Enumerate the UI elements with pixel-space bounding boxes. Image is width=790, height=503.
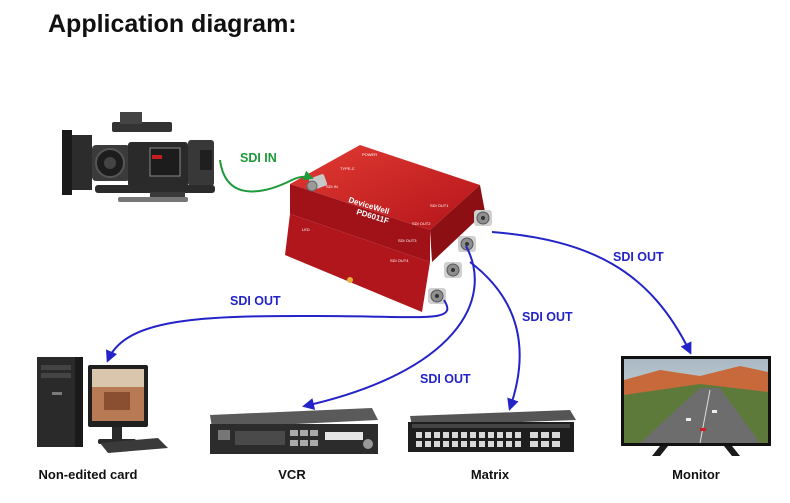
sdi-out-matrix-label: SDI OUT	[522, 310, 573, 324]
bnc-output-connectors	[428, 210, 492, 304]
computer-tower-icon	[37, 357, 83, 447]
device-label-card: Non-edited card	[38, 467, 138, 482]
port-label-led: LED	[302, 227, 310, 232]
vcr-icon	[210, 408, 378, 454]
arrow-to-monitor	[491, 231, 692, 355]
sdi-in-label: SDI IN	[240, 151, 277, 165]
matrix-switcher-icon	[408, 410, 576, 452]
sdi-out-monitor-label: SDI OUT	[613, 250, 664, 264]
port-label-out3: SDI OUT3	[398, 238, 417, 243]
port-label-out4: SDI OUT4	[390, 258, 409, 263]
computer-monitor-icon	[88, 365, 168, 453]
arrow-to-vcr	[302, 245, 476, 410]
cinema-camera-icon	[62, 112, 215, 202]
port-label-sdi-in: SDI IN	[326, 184, 338, 189]
port-label-typec: TYPE-C	[340, 166, 355, 171]
arrow-to-matrix	[469, 261, 521, 411]
device-label-matrix: Matrix	[470, 467, 510, 482]
sdi-out-card-label: SDI OUT	[230, 294, 281, 308]
port-label-out1: SDI OUT1	[430, 203, 449, 208]
device-label-monitor: Monitor	[672, 467, 720, 482]
tv-monitor-icon	[621, 356, 771, 456]
arrow-to-card	[106, 299, 449, 363]
device-label-vcr: VCR	[278, 467, 306, 482]
port-label-out2: SDI OUT2	[412, 221, 431, 226]
sdi-in-arrow	[219, 159, 314, 193]
sdi-splitter-device: DeviceWell PD6011F POWER TYPE-C SDI IN S…	[285, 145, 492, 312]
sdi-out-vcr-label: SDI OUT	[420, 372, 471, 386]
port-label-power: POWER	[362, 152, 377, 157]
page-title: Application diagram:	[48, 10, 297, 38]
